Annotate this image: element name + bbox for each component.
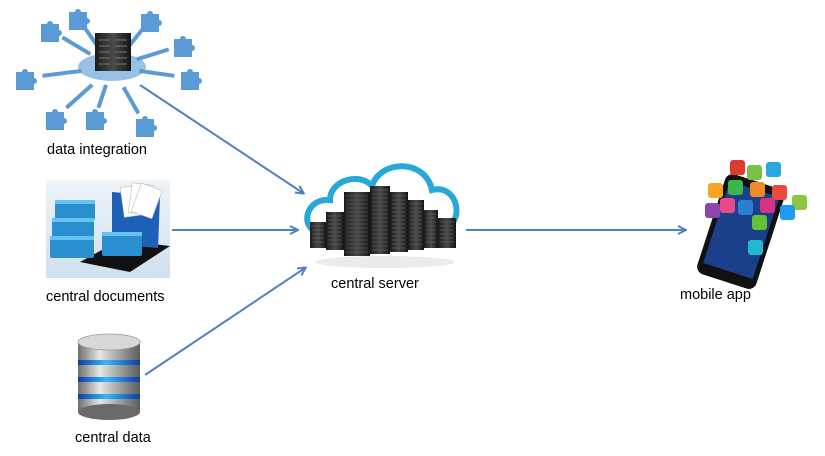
app-tile-icon <box>766 162 781 177</box>
app-tile-icon <box>728 180 743 195</box>
server-rack-icon <box>390 192 408 252</box>
puzzle-piece-icon <box>46 109 67 130</box>
puzzle-piece-icon <box>174 36 195 57</box>
app-tile-icon <box>760 198 775 213</box>
app-tile-icon <box>730 160 745 175</box>
app-tile-icon <box>752 215 767 230</box>
server-rack-icon <box>326 212 344 250</box>
arrow-central-data-to-central-server <box>144 268 305 376</box>
puzzle-piece-icon <box>86 109 107 130</box>
app-tile-icon <box>750 182 765 197</box>
label-data-integration: data integration <box>47 142 147 158</box>
label-central-server: central server <box>331 276 419 292</box>
server-rack-icon <box>424 210 438 248</box>
app-tile-icon <box>705 203 720 218</box>
puzzle-piece-icon <box>136 116 157 137</box>
app-tile-icon <box>780 205 795 220</box>
app-tile-icon <box>748 240 763 255</box>
app-tile-icon <box>772 185 787 200</box>
puzzle-network-icon <box>16 9 202 137</box>
app-tile-icon <box>738 200 753 215</box>
puzzle-piece-icon <box>41 21 62 42</box>
server-rack-icon <box>408 200 424 250</box>
puzzle-piece-icon <box>69 9 90 30</box>
cloud-server-icon <box>304 163 460 268</box>
server-rack-icon <box>370 186 390 254</box>
database-icon <box>77 333 141 420</box>
smartphone-apps-icon <box>697 160 807 289</box>
puzzle-piece-icon <box>181 69 202 90</box>
label-mobile-app: mobile app <box>680 287 751 303</box>
label-central-data: central data <box>75 430 151 446</box>
puzzle-piece-icon <box>141 11 162 32</box>
server-rack-icon <box>310 222 326 248</box>
arrow-data-integration-to-central-server <box>139 84 303 193</box>
app-tile-icon <box>792 195 807 210</box>
server-rack-icon <box>438 218 456 248</box>
puzzle-piece-icon <box>16 69 37 90</box>
app-tile-icon <box>747 165 762 180</box>
app-tile-icon <box>720 198 735 213</box>
folders-laptop-icon <box>46 180 170 278</box>
app-tile-icon <box>708 183 723 198</box>
label-central-documents: central documents <box>46 289 165 305</box>
